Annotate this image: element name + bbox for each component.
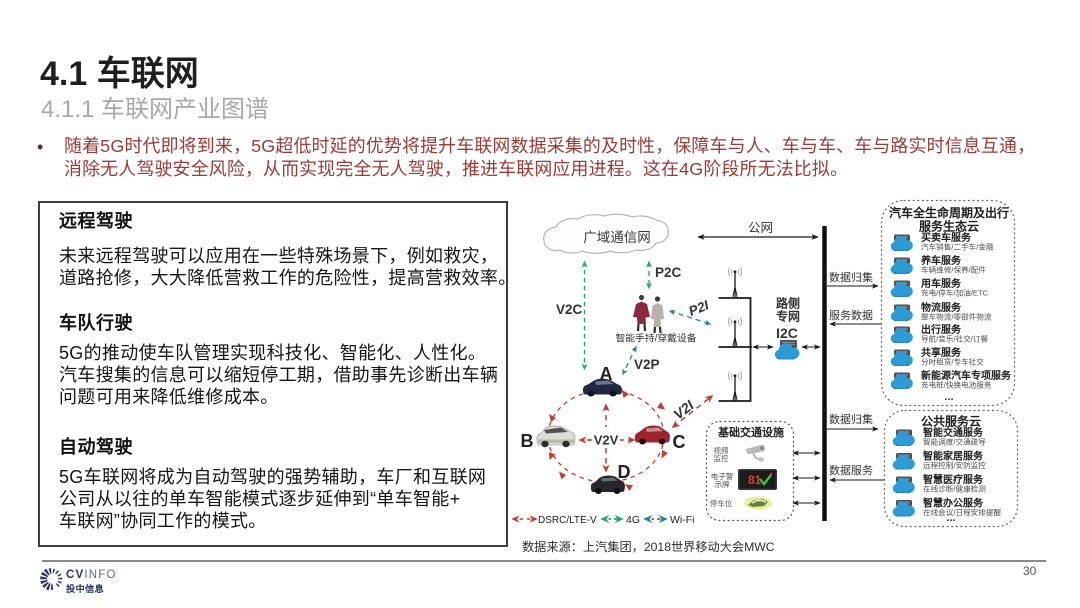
svg-text:出行服务: 出行服务 — [921, 323, 962, 336]
svg-text:服务数据: 服务数据 — [829, 308, 873, 322]
svg-text:D: D — [618, 462, 631, 482]
svg-text:4G: 4G — [626, 514, 640, 526]
svg-text:电子警: 电子警 — [711, 471, 734, 481]
svg-text:Wi-Fi: Wi-Fi — [670, 514, 695, 526]
svg-text:智慧办公服务: 智慧办公服务 — [923, 497, 984, 510]
svg-text:分时租赁/专车社交: 分时租赁/专车社交 — [921, 357, 984, 367]
svg-text:P2I: P2I — [686, 297, 711, 319]
svg-text:数据归集: 数据归集 — [829, 412, 873, 426]
svg-text:A: A — [600, 364, 613, 384]
svg-text:导航/音乐/社交/订餐: 导航/音乐/社交/订餐 — [921, 334, 988, 344]
svg-text:停车位: 停车位 — [710, 498, 733, 508]
svg-text:V2V: V2V — [594, 433, 619, 448]
svg-text:V2I: V2I — [670, 396, 697, 422]
svg-text:公共服务云: 公共服务云 — [921, 414, 981, 429]
svg-text:车辆维修/保养/配件: 车辆维修/保养/配件 — [921, 265, 986, 275]
svg-text:远程控制/安防监控: 远程控制/安防监控 — [923, 460, 986, 470]
svg-text:路侧: 路侧 — [776, 296, 800, 311]
svg-text:P2C: P2C — [655, 265, 682, 280]
svg-text:视频: 视频 — [714, 445, 729, 455]
svg-text:在线诊断/健康检测: 在线诊断/健康检测 — [923, 484, 986, 494]
svg-text:在线会议/日程安排提醒: 在线会议/日程安排提醒 — [923, 507, 1001, 517]
svg-text:服务生态云: 服务生态云 — [919, 219, 979, 234]
svg-text:示牌: 示牌 — [715, 479, 730, 489]
svg-text:养车服务: 养车服务 — [920, 254, 962, 267]
svg-text:汽车全生命周期及出行: 汽车全生命周期及出行 — [889, 205, 1009, 220]
svg-text:汽车销售/二手车/金融: 汽车销售/二手车/金融 — [921, 242, 994, 252]
svg-text:...: ... — [946, 512, 955, 524]
svg-text:智能家居服务: 智能家居服务 — [923, 450, 984, 463]
svg-text:V2P: V2P — [634, 357, 660, 372]
svg-text:广域通信网: 广域通信网 — [583, 230, 651, 245]
svg-text:新能源汽车专项服务: 新能源汽车专项服务 — [921, 369, 1012, 382]
svg-text:数据来源：上汽集团，2018世界移动大会MWC: 数据来源：上汽集团，2018世界移动大会MWC — [522, 539, 775, 554]
svg-text:物流服务: 物流服务 — [921, 301, 962, 314]
svg-text:V2C: V2C — [556, 302, 583, 317]
svg-text:...: ... — [944, 391, 953, 403]
svg-text:DSRC/LTE-V: DSRC/LTE-V — [538, 515, 597, 526]
svg-text:智能调度/交通疏导: 智能调度/交通疏导 — [923, 437, 986, 447]
svg-text:C: C — [673, 432, 686, 452]
svg-text:公网: 公网 — [748, 221, 773, 235]
svg-text:监控: 监控 — [714, 453, 729, 463]
svg-text:智慧医疗服务: 智慧医疗服务 — [923, 473, 984, 486]
svg-text:数据归集: 数据归集 — [829, 270, 873, 284]
svg-text:智能交通服务: 智能交通服务 — [923, 426, 984, 439]
svg-text:专网: 专网 — [776, 309, 800, 324]
svg-text:B: B — [521, 431, 534, 451]
svg-text:充电/停车/加油/ETC: 充电/停车/加油/ETC — [921, 288, 989, 298]
svg-text:充电桩/快换电池服务: 充电桩/快换电池服务 — [921, 380, 992, 390]
svg-text:用车服务: 用车服务 — [920, 277, 962, 290]
svg-text:智能手持/穿戴设备: 智能手持/穿戴设备 — [615, 332, 696, 345]
svg-text:I2C: I2C — [776, 325, 798, 341]
svg-text:买卖车服务: 买卖车服务 — [921, 231, 972, 244]
svg-text:共享服务: 共享服务 — [921, 346, 962, 359]
svg-text:数据服务: 数据服务 — [829, 463, 873, 477]
svg-text:基础交通设施: 基础交通设施 — [717, 425, 784, 439]
svg-text:整车物流/零部件物流: 整车物流/零部件物流 — [921, 312, 992, 322]
svg-text:81: 81 — [748, 473, 762, 487]
